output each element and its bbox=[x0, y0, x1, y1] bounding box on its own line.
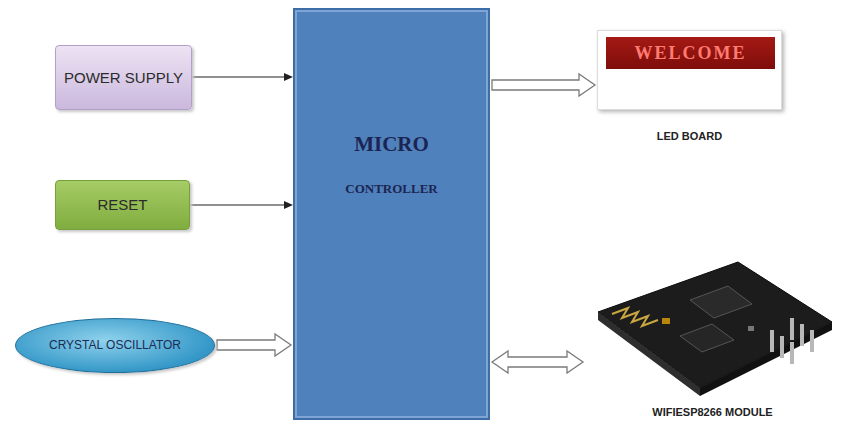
led-strip: WELCOME bbox=[606, 37, 775, 69]
oscillator-ellipse: CRYSTAL OSCILLATOR bbox=[15, 318, 215, 373]
block-arrow bbox=[217, 334, 291, 356]
node-caption: CONTROLLER bbox=[345, 181, 437, 197]
block-arrow bbox=[492, 74, 595, 96]
microcontroller-block: MICRO CONTROLLER bbox=[293, 8, 490, 420]
node-label: POWER SUPPLY bbox=[64, 67, 183, 89]
wifi-module: WIFIESP8266 MODULE bbox=[585, 252, 840, 422]
node-label: MICRO bbox=[354, 132, 429, 157]
signal-arrow bbox=[192, 73, 293, 81]
node-label: WIFIESP8266 MODULE bbox=[585, 406, 840, 418]
node-label: CRYSTAL OSCILLATOR bbox=[49, 338, 181, 352]
block-arrow bbox=[492, 351, 583, 373]
board-frame: WELCOME bbox=[597, 30, 782, 110]
signal-arrow bbox=[190, 201, 293, 209]
node-caption: LED BOARD bbox=[597, 130, 782, 142]
power-supply-box: POWER SUPPLY bbox=[55, 45, 192, 110]
led-board: WELCOME LED BOARD bbox=[597, 30, 782, 148]
reset-box: RESET bbox=[55, 180, 190, 230]
node-label: RESET bbox=[97, 194, 147, 216]
node-label: WELCOME bbox=[634, 43, 746, 64]
